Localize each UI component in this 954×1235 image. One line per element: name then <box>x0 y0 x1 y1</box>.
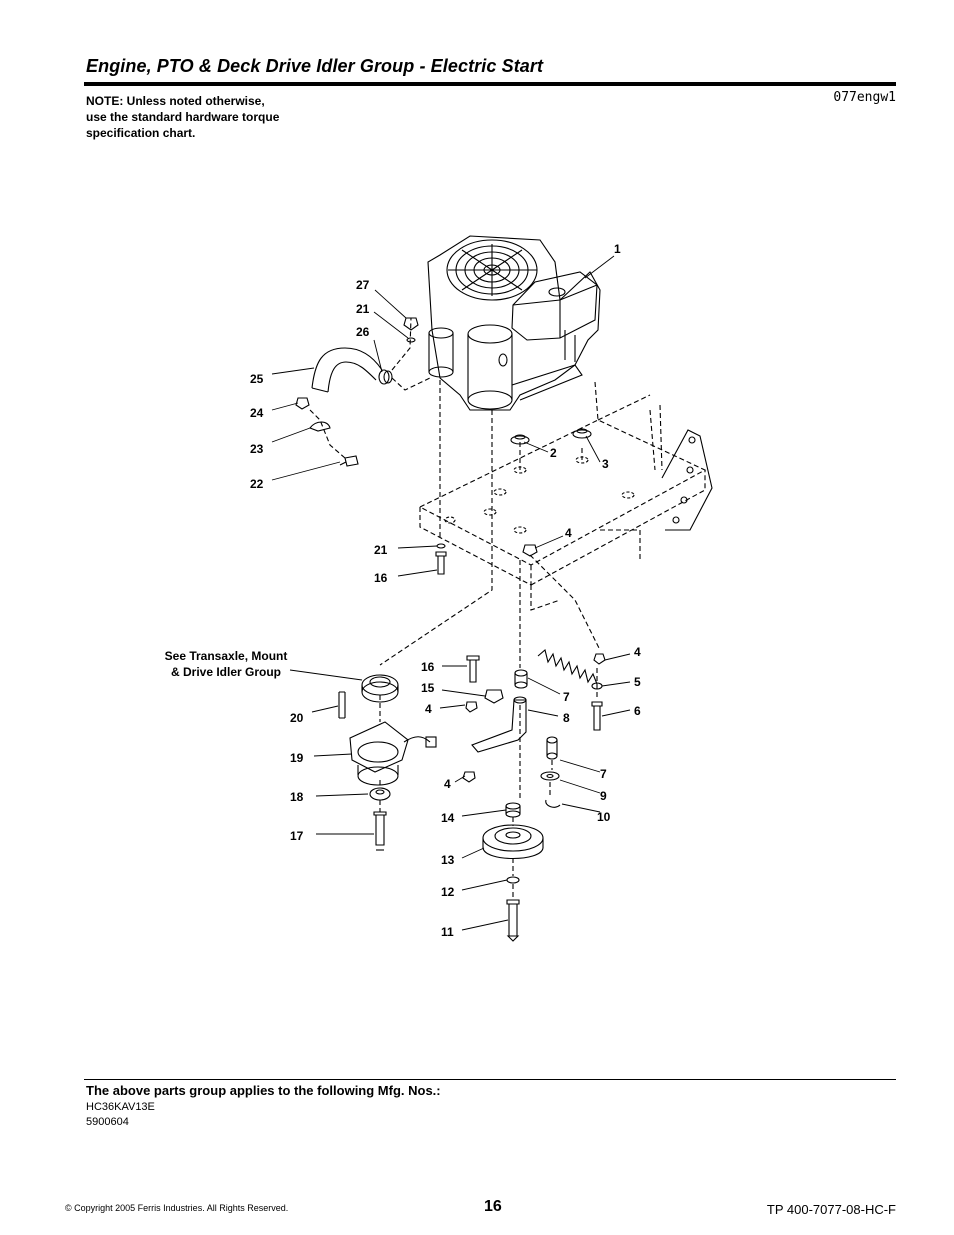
torque-note-line: specification chart. <box>86 126 196 140</box>
idler-leads <box>519 554 601 800</box>
applies-rule <box>84 1079 896 1080</box>
callout-23: 23 <box>250 442 264 456</box>
callout-7: 7 <box>563 690 570 704</box>
document-number: TP 400-7077-08-HC-F <box>766 1202 896 1217</box>
callout-15: 15 <box>421 681 435 695</box>
small-hardware <box>295 317 419 467</box>
callout-6: 6 <box>634 704 641 718</box>
copyright: © Copyright 2005 Ferris Industries. All … <box>65 1203 289 1213</box>
callout-2: 2 <box>550 446 557 460</box>
callout-21-lower: 21 <box>374 543 388 557</box>
callout-24: 24 <box>250 406 264 420</box>
callout-22: 22 <box>250 477 264 491</box>
torque-note-line: use the standard hardware torque <box>86 110 280 124</box>
callout-18: 18 <box>290 790 304 804</box>
callout-12: 12 <box>441 885 455 899</box>
callout-19: 19 <box>290 751 304 765</box>
drawing-code: 077engw1 <box>833 90 896 105</box>
idler-pulley <box>482 802 544 942</box>
idler-spring <box>537 649 606 731</box>
callout-10: 10 <box>597 810 611 824</box>
engine-mounts <box>510 428 592 445</box>
title-rule <box>84 82 896 86</box>
pto-clutch <box>338 674 437 851</box>
see-reference-line: See Transaxle, Mount <box>165 649 288 663</box>
callout-labels: 1 27 21 26 25 24 23 22 2 3 4 21 16 16 15… <box>250 242 641 939</box>
callout-14: 14 <box>441 811 455 825</box>
callout-4-spring: 4 <box>634 645 641 659</box>
applies-heading: The above parts group applies to the fol… <box>86 1083 441 1098</box>
callout-16: 16 <box>374 571 388 585</box>
frame-plate <box>418 381 707 611</box>
page-number: 16 <box>484 1198 502 1215</box>
callout-13: 13 <box>441 853 455 867</box>
callout-1: 1 <box>614 242 621 256</box>
see-reference-line: & Drive Idler Group <box>171 665 281 679</box>
callout-4-arm: 4 <box>444 777 451 791</box>
callout-16-idler: 16 <box>421 660 435 674</box>
callout-21: 21 <box>356 302 370 316</box>
engine-bolt <box>435 543 538 575</box>
callout-11: 11 <box>441 925 454 939</box>
idler-arm <box>462 655 561 808</box>
callout-20: 20 <box>290 711 304 725</box>
mfg-number: 5900604 <box>86 1116 129 1128</box>
callout-4-idler: 4 <box>425 702 432 716</box>
side-bracket <box>661 429 713 531</box>
callout-4: 4 <box>565 526 572 540</box>
callout-9: 9 <box>600 789 607 803</box>
callout-27: 27 <box>356 278 370 292</box>
callout-8: 8 <box>563 711 570 725</box>
engine <box>427 235 601 411</box>
callout-3: 3 <box>602 457 609 471</box>
leader-lines <box>271 255 631 931</box>
page-title: Engine, PTO & Deck Drive Idler Group - E… <box>86 56 544 76</box>
cross-reference-note: See Transaxle, Mount & Drive Idler Group <box>165 649 288 679</box>
callout-7-lower: 7 <box>600 767 607 781</box>
engine-leads <box>309 317 583 666</box>
torque-note-line: NOTE: Unless noted otherwise, <box>86 94 265 108</box>
callout-17: 17 <box>290 829 304 843</box>
callout-26: 26 <box>356 325 370 339</box>
callout-25: 25 <box>250 372 264 386</box>
fuel-hose <box>311 347 393 393</box>
mfg-number: HC36KAV13E <box>86 1101 155 1113</box>
torque-note: NOTE: Unless noted otherwise, use the st… <box>86 93 316 141</box>
callout-5: 5 <box>634 675 641 689</box>
